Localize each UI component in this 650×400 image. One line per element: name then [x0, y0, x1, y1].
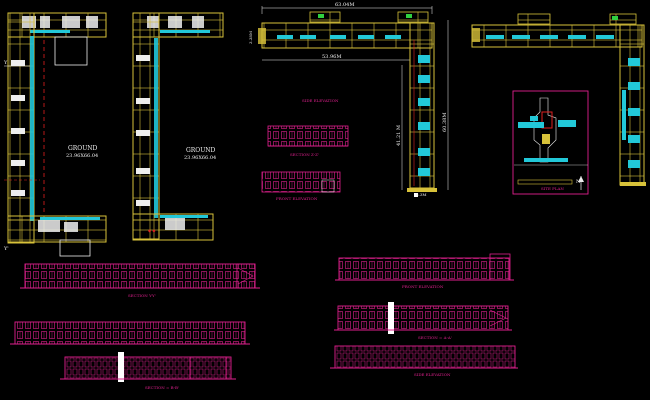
section-zz-label: SECTION Z-Z' — [290, 152, 319, 157]
section-bb-long-drawing — [10, 321, 250, 345]
north-arrow-icon — [578, 176, 584, 190]
front-elevation-small-label: FRONT ELEVATION — [276, 196, 318, 201]
upper-floor-plan — [471, 13, 646, 186]
svg-text:Y': Y' — [3, 246, 9, 252]
dim-small-left: 3.38M — [248, 31, 253, 44]
side-elevation-label-top: SIDE ELEVATION — [302, 98, 339, 103]
ground-dim-1: 23.96X66.04 — [66, 153, 98, 159]
section-bb-label: SECTION = B-B' — [145, 385, 179, 390]
ground-label-2: GROUND — [186, 147, 216, 154]
dim-top: 63.04M — [335, 2, 354, 8]
section-yy-label: SECTION Y-Y' — [128, 293, 156, 298]
section-aa-drawing — [334, 302, 512, 334]
side-elevation-bottom-label: SIDE ELEVATION — [414, 372, 451, 377]
section-bb-drawing — [60, 352, 236, 382]
side-elevation-bottom-drawing — [330, 345, 518, 369]
ground-floor-plan-2: ◆ ◆ — [132, 12, 224, 241]
dim-small-bottom: 8.3M — [416, 192, 426, 197]
ground-label-1: GROUND — [68, 145, 98, 152]
front-elevation-big-drawing — [335, 253, 514, 281]
section-yy-drawing — [20, 263, 260, 289]
ground-dim-2: 23.96X66.04 — [184, 155, 216, 161]
dim-width: 53.96M — [322, 54, 341, 60]
dimensioned-plan — [258, 6, 449, 197]
north-label: N — [576, 179, 581, 185]
site-plan-drawing — [512, 90, 589, 195]
section-zz-drawing — [267, 125, 349, 147]
section-aa-label: SECTION = A-A' — [418, 335, 452, 340]
svg-text:Y: Y — [3, 60, 8, 66]
svg-text:◆ ◆: ◆ ◆ — [148, 228, 156, 233]
front-elevation-small-drawing — [261, 171, 341, 193]
dim-vertical-2: 60.38M — [442, 113, 448, 132]
dim-vertical-1: 41.21 M — [396, 125, 402, 146]
ground-floor-plan-1: Y Y' — [3, 12, 107, 257]
site-plan-label: SITE PLAN — [541, 186, 564, 191]
front-elevation-big-label: FRONT ELEVATION — [402, 284, 444, 289]
